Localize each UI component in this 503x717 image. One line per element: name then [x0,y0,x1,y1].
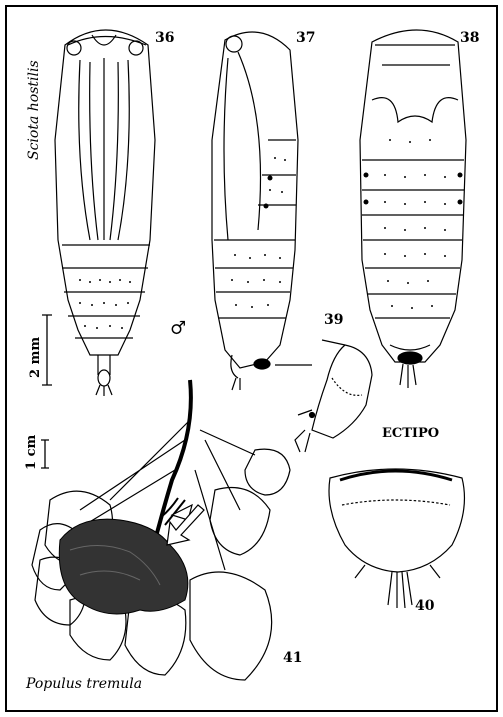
figure-40-label: 40 [415,598,435,614]
pupa-lateral-dots [231,157,286,308]
plate-frame [5,5,498,712]
male-symbol: ♂ [170,318,187,339]
cremaster-detail-39 [275,339,373,453]
pupa-dorsal-dots [363,139,463,309]
ectipo-label: ECTIPO [382,426,440,441]
host-plant-label: Populus tremula [26,676,143,692]
cremaster-ectipo-40 [328,468,466,609]
pupa-dorsal-view [359,29,467,388]
figure-39-label: 39 [324,312,344,328]
gall-mass [58,518,189,615]
figure-41-label: 41 [283,650,303,666]
scale-1cm-label: 1 cm [24,434,39,470]
scale-bar-2mm [42,314,52,386]
figure-38-label: 38 [460,30,480,46]
pupa-lateral-view [211,31,299,391]
species-label: Sciota hostilis [26,60,42,160]
pupa-ventral-view [54,29,156,396]
scale-bar-1cm [41,439,49,469]
gall-arrow [166,504,205,546]
figure-36-label: 36 [155,30,175,46]
figure-37-label: 37 [296,30,316,46]
pupa-ventral-dots [79,279,131,329]
scale-2mm-label: 2 mm [28,336,43,378]
